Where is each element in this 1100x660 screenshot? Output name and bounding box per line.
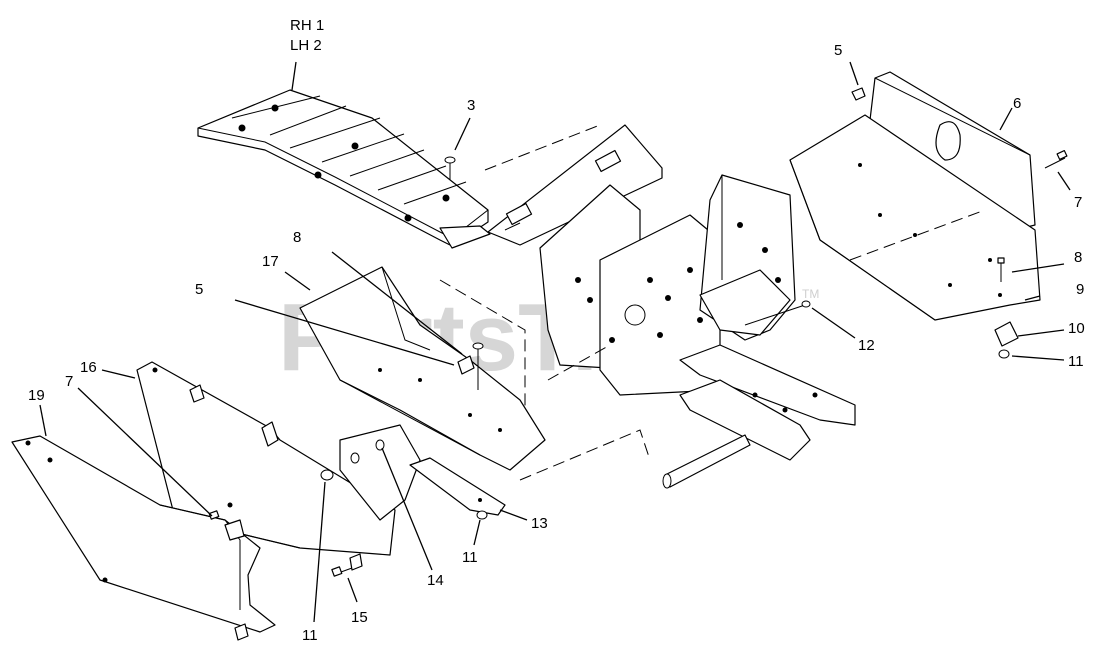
leader-lines bbox=[39, 61, 1071, 623]
bolt-part-12 bbox=[744, 300, 811, 326]
footrest-part-1-2 bbox=[197, 89, 491, 249]
callout-8-left: 8 bbox=[293, 229, 301, 246]
nut-part-11-right bbox=[998, 349, 1010, 359]
callout-11-bottom: 11 bbox=[302, 627, 318, 644]
callout-11-mid: 11 bbox=[462, 549, 478, 566]
clip-part-5-left bbox=[457, 355, 475, 375]
callout-7-right: 7 bbox=[1074, 194, 1082, 211]
callout-7-left: 7 bbox=[65, 373, 73, 390]
nut-part-11-mid bbox=[476, 510, 488, 520]
callout-10: 10 bbox=[1068, 320, 1085, 337]
callout-6: 6 bbox=[1013, 95, 1021, 112]
bolt-part-8-right bbox=[997, 257, 1005, 282]
callout-labels: RH 1 LH 2 3 5 6 7 8 9 10 11 12 8 17 5 16… bbox=[28, 17, 1085, 644]
callout-16: 16 bbox=[80, 359, 97, 376]
callout-5-left: 5 bbox=[195, 281, 203, 298]
callout-5-top: 5 bbox=[834, 42, 842, 59]
callout-12: 12 bbox=[858, 337, 875, 354]
main-frame-assembly bbox=[439, 124, 856, 489]
callout-17: 17 bbox=[262, 253, 279, 270]
callout-3: 3 bbox=[467, 97, 475, 114]
rear-shield-part-6 bbox=[869, 71, 1036, 236]
bolt-part-8-left bbox=[472, 342, 484, 390]
callout-8-right: 8 bbox=[1074, 249, 1082, 266]
clip-part-5-top bbox=[851, 87, 866, 101]
callout-11-right: 11 bbox=[1068, 353, 1084, 370]
floor-plate-part-9 bbox=[789, 114, 1041, 321]
callout-19: 19 bbox=[28, 387, 45, 404]
bracket-part-17 bbox=[299, 266, 546, 471]
callout-13: 13 bbox=[531, 515, 548, 532]
bolt-part-15 bbox=[331, 566, 353, 577]
callout-15: 15 bbox=[351, 609, 368, 626]
side-shield-part-19 bbox=[11, 435, 276, 641]
nut-part-11-bottom bbox=[320, 469, 334, 481]
clip-part-10 bbox=[994, 321, 1019, 347]
screw-part-3 bbox=[444, 156, 456, 180]
screw-part-7-left bbox=[208, 510, 220, 520]
callout-9: 9 bbox=[1076, 281, 1084, 298]
plate-part-13 bbox=[409, 457, 506, 516]
screw-part-7-right bbox=[1044, 149, 1068, 169]
callout-14: 14 bbox=[427, 572, 444, 589]
bracket-part-14 bbox=[339, 424, 421, 521]
callout-rh1: RH 1 bbox=[290, 17, 324, 34]
watermark-trademark: TM bbox=[802, 287, 819, 301]
callout-lh2: LH 2 bbox=[290, 37, 322, 54]
